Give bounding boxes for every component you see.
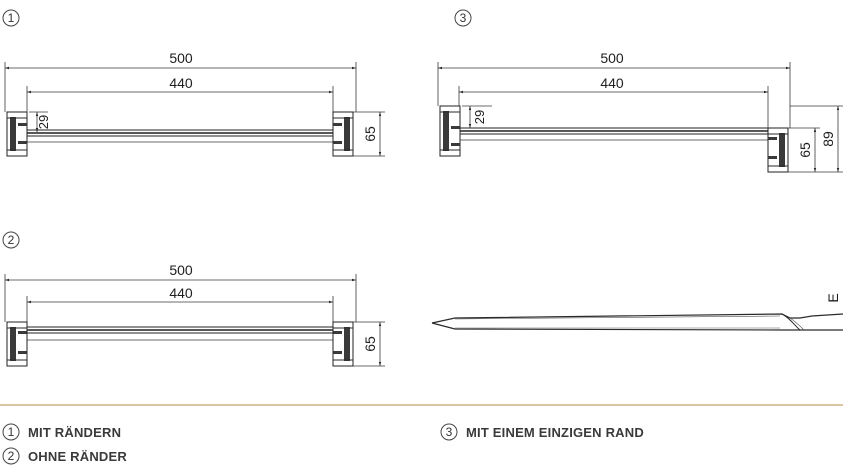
- legend-marker-1: 1: [8, 425, 15, 439]
- marker-3: 3: [454, 9, 472, 27]
- marker-3-label: 3: [460, 11, 467, 25]
- legend-item-1: 1 MIT RÄNDERN: [2, 423, 121, 441]
- side-view-ramp: E: [431, 293, 843, 331]
- legend-item-2: 2 OHNE RÄNDER: [2, 447, 127, 465]
- drawing-1-with-edges: 1 500 440: [2, 9, 385, 157]
- legend-label-3: MIT EINEM EINZIGEN RAND: [466, 425, 644, 440]
- edge-profile-right: [332, 321, 354, 367]
- legend-marker-2: 2: [8, 449, 15, 463]
- legend-item-3: 3 MIT EINEM EINZIGEN RAND: [440, 423, 644, 441]
- dim-total-label: 89: [820, 131, 836, 147]
- deck-plate: [26, 326, 334, 341]
- marker-2-label: 2: [8, 233, 15, 247]
- dim-edge-label: 29: [36, 115, 51, 129]
- legend-label-2: OHNE RÄNDER: [28, 449, 127, 464]
- dim-height-label: 65: [362, 126, 378, 142]
- dim-inner-label: 440: [600, 75, 624, 91]
- legend-marker-3: 3: [446, 425, 453, 439]
- legend: 1 MIT RÄNDERN 2 OHNE RÄNDER 3 MIT EINEM …: [2, 423, 644, 465]
- drawing-3-single-edge: 3 500 440: [437, 9, 843, 173]
- legend-label-1: MIT RÄNDERN: [28, 425, 121, 440]
- marker-1-label: 1: [8, 11, 15, 25]
- dim-outer-label: 500: [169, 262, 193, 278]
- edge-profile-left: [439, 105, 461, 157]
- dim-outer-label: 500: [169, 50, 193, 66]
- dim-inner-label: 440: [169, 285, 193, 301]
- dim-edge-label: 29: [472, 110, 487, 124]
- marker-2: 2: [2, 231, 20, 249]
- side-view-label: E: [825, 293, 841, 302]
- dim-outer-label: 500: [600, 50, 624, 66]
- drawing-2-without-edges: 2 500 440: [2, 231, 385, 367]
- marker-1: 1: [2, 9, 20, 27]
- edge-profile-left: [6, 321, 28, 367]
- edge-profile-left: [6, 111, 28, 157]
- edge-profile-right: [332, 111, 354, 157]
- dim-height-label: 65: [362, 336, 378, 352]
- deck-plate: [459, 127, 769, 141]
- edge-profile-right: [767, 127, 789, 173]
- dim-height-label: 65: [797, 142, 813, 158]
- deck-plate: [26, 129, 334, 143]
- dim-inner-label: 440: [169, 75, 193, 91]
